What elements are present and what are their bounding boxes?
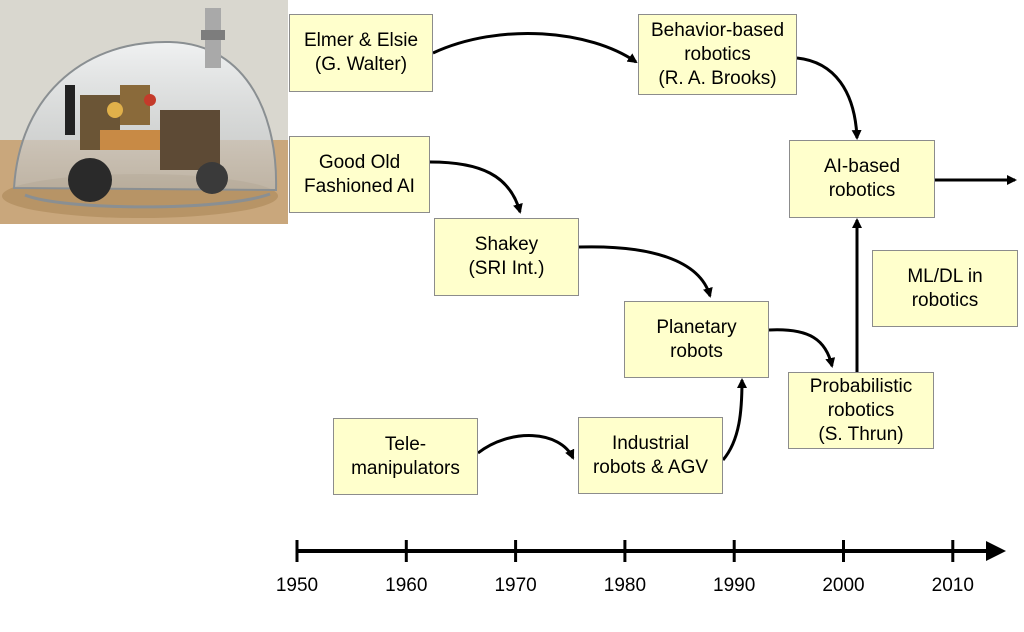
node-label: ML/DL in robotics	[907, 265, 983, 311]
edge-planetary-probabilistic	[768, 328, 836, 368]
node-industrial-robots-agv: Industrial robots & AGV	[578, 417, 723, 494]
node-label: Industrial robots & AGV	[592, 432, 709, 478]
node-shakey: Shakey (SRI Int.)	[434, 218, 579, 296]
node-label: Elmer & Elsie (G. Walter)	[303, 30, 419, 75]
node-label: Shakey (SRI Int.)	[468, 234, 545, 279]
timeline-year-label: 2010	[931, 575, 974, 596]
node-label: Probabilistic robotics (S. Thrun)	[809, 375, 913, 445]
edge-elmer-behavior	[432, 32, 638, 64]
node-label: Good Old Fashioned AI	[304, 151, 415, 197]
timeline-year-label: 1970	[494, 575, 537, 596]
node-label: AI-based robotics	[823, 156, 901, 201]
edge-gofai-shakey	[429, 160, 523, 214]
robot-tortoise-photo	[0, 0, 288, 224]
timeline-axis	[295, 540, 1006, 562]
node-probabilistic-robotics: Probabilistic robotics (S. Thrun)	[788, 372, 934, 449]
timeline-year-label: 1990	[713, 575, 756, 596]
node-tele-manipulators: Tele- manipulators	[333, 418, 478, 495]
node-behavior-based-robotics: Behavior-based robotics (R. A. Brooks)	[638, 14, 797, 95]
edge-shakey-planetary	[578, 245, 713, 298]
timeline-year-label: 2000	[822, 575, 865, 596]
edge-behavior-aibased	[796, 56, 862, 140]
timeline-year-label: 1960	[385, 575, 428, 596]
edge-tele-industrial	[477, 434, 575, 460]
node-label: Tele- manipulators	[351, 433, 460, 479]
timeline-year-label: 1950	[275, 575, 319, 596]
node-label: Behavior-based robotics (R. A. Brooks)	[650, 19, 785, 89]
node-elmer-elsie: Elmer & Elsie (G. Walter)	[289, 14, 433, 92]
node-ml-dl-robotics: ML/DL in robotics	[872, 250, 1018, 327]
node-ai-based-robotics: AI-based robotics	[789, 140, 935, 218]
node-good-old-fashioned-ai: Good Old Fashioned AI	[289, 136, 430, 213]
timeline-year-label: 1980	[603, 575, 647, 596]
edge-industrial-planetary	[721, 378, 747, 461]
node-planetary-robots: Planetary robots	[624, 301, 769, 378]
node-label: Planetary robots	[656, 316, 737, 362]
